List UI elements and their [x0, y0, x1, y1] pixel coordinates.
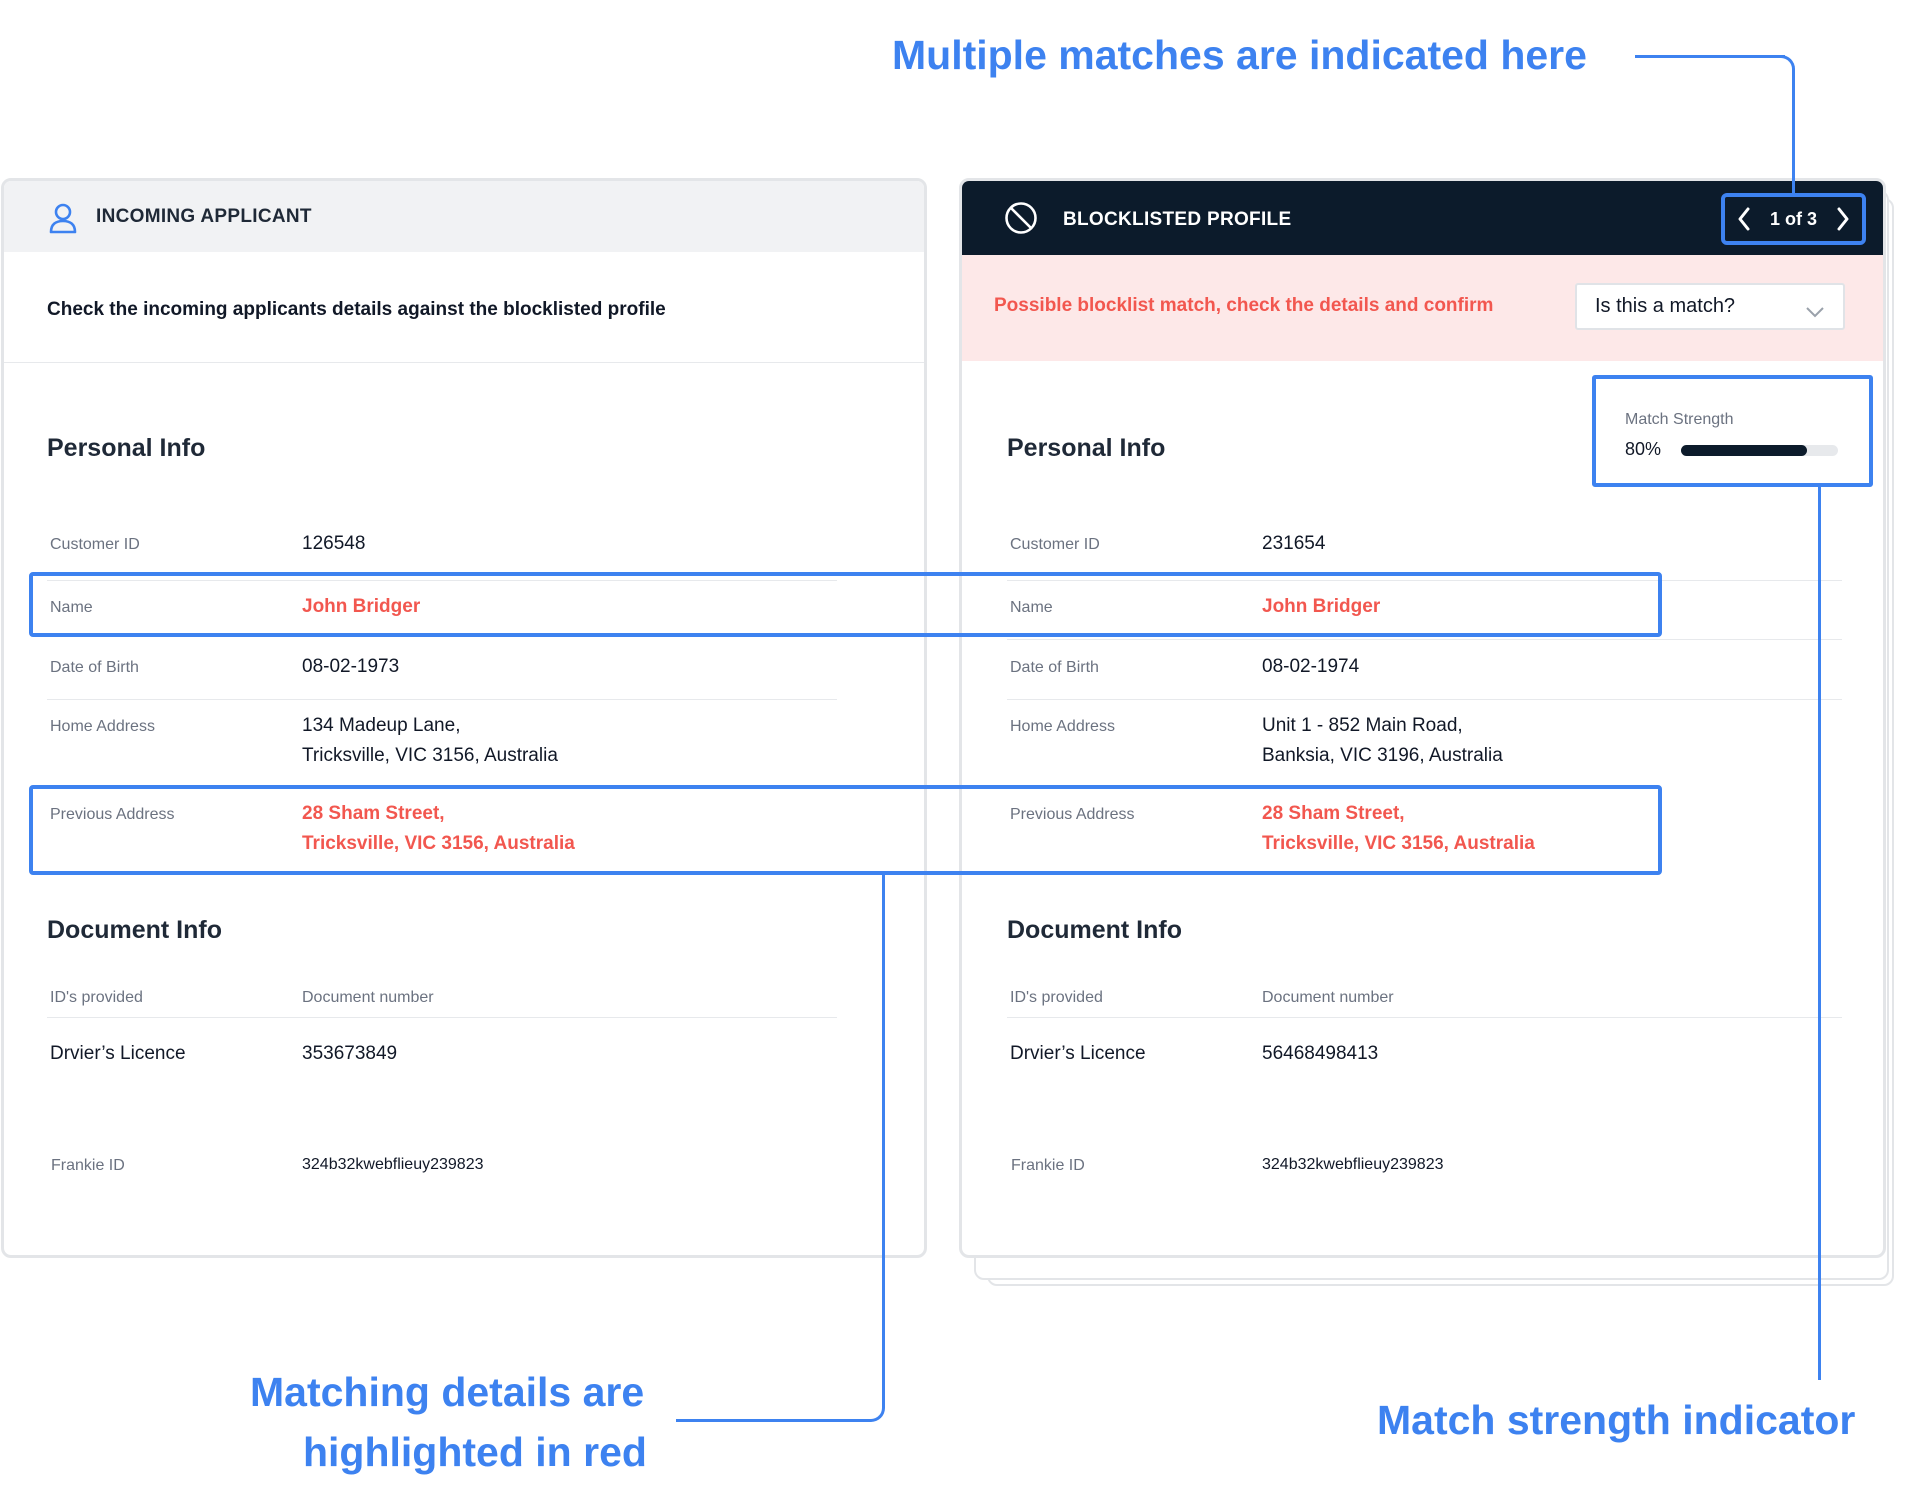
applicant-home-address-line2: Tricksville, VIC 3156, Australia: [302, 745, 558, 766]
callout-multiple-matches: Multiple matches are indicated here: [892, 32, 1587, 78]
applicant-id-type: Drvier’s Licence: [50, 1043, 186, 1064]
applicant-header: INCOMING APPLICANT: [4, 181, 924, 252]
applicant-document-number-label: Document number: [302, 989, 434, 1006]
match-strength-bar-fill: [1681, 445, 1807, 456]
callout-line-horizontal: [676, 1419, 868, 1422]
blocklisted-customer-id: 231654: [1262, 533, 1326, 554]
applicant-instruction: Check the incoming applicants details ag…: [47, 299, 666, 320]
applicant-frankie-id-label: Frankie ID: [51, 1157, 125, 1174]
applicant-home-address-line1: 134 Madeup Lane,: [302, 715, 461, 736]
applicant-frankie-id: 324b32kwebflieuy239823: [302, 1156, 484, 1173]
blocklisted-home-address-line1: Unit 1 - 852 Main Road,: [1262, 715, 1463, 736]
callout-line-corner: [865, 1402, 885, 1422]
blocklisted-previous-address-line1: 28 Sham Street,: [1262, 803, 1405, 824]
callout-line-vertical: [1792, 72, 1795, 193]
match-pager: 1 of 3: [1721, 193, 1866, 245]
blocklist-alert-text: Possible blocklist match, check the deta…: [994, 295, 1494, 316]
callout-line-horizontal: [1635, 55, 1785, 58]
match-confirm-select-value: Is this a match?: [1595, 295, 1736, 317]
applicant-previous-address-line1: 28 Sham Street,: [302, 803, 445, 824]
blocklisted-previous-address-label: Previous Address: [1010, 806, 1135, 823]
user-icon: [48, 202, 78, 234]
incoming-applicant-card: INCOMING APPLICANT Check the incoming ap…: [1, 178, 927, 1258]
callout-matching-details-line1: Matching details are: [250, 1369, 645, 1415]
blocklisted-dob: 08-02-1974: [1262, 656, 1360, 677]
applicant-ids-provided-label: ID's provided: [50, 989, 143, 1006]
applicant-row-divider: [47, 580, 837, 581]
ban-icon: [1004, 201, 1038, 235]
blocklisted-customer-id-label: Customer ID: [1010, 536, 1100, 553]
match-pager-text: 1 of 3: [1769, 208, 1817, 229]
callout-line-corner: [1775, 55, 1795, 75]
applicant-name-label: Name: [50, 599, 93, 616]
blocklisted-document-number-label: Document number: [1262, 989, 1394, 1006]
blocklisted-frankie-id: 324b32kwebflieuy239823: [1262, 1156, 1444, 1173]
blocklisted-header-title: BLOCKLISTED PROFILE: [1063, 209, 1292, 230]
applicant-previous-address-line2: Tricksville, VIC 3156, Australia: [302, 833, 575, 854]
previous-address-match-highlight: [29, 785, 1662, 875]
blocklisted-name-label: Name: [1010, 599, 1053, 616]
chevron-down-icon: [1805, 301, 1825, 317]
applicant-personal-info-title: Personal Info: [47, 434, 206, 462]
match-confirm-select[interactable]: Is this a match?: [1575, 283, 1845, 330]
callout-match-strength: Match strength indicator: [1377, 1397, 1856, 1443]
blocklisted-profile-card: BLOCKLISTED PROFILE Possible blocklist m…: [959, 178, 1886, 1258]
applicant-dob-label: Date of Birth: [50, 659, 139, 676]
callout-line-vertical: [1818, 487, 1821, 1380]
applicant-document-info-title: Document Info: [47, 916, 222, 944]
name-match-highlight: [29, 572, 1662, 637]
blocklisted-ids-provided-label: ID's provided: [1010, 989, 1103, 1006]
blocklisted-frankie-id-label: Frankie ID: [1011, 1157, 1085, 1174]
blocklisted-row-divider: [1007, 699, 1842, 700]
applicant-customer-id-label: Customer ID: [50, 536, 140, 553]
blocklisted-dob-label: Date of Birth: [1010, 659, 1099, 676]
blocklisted-document-number: 56468498413: [1262, 1043, 1379, 1064]
blocklisted-home-address-line2: Banksia, VIC 3196, Australia: [1262, 745, 1503, 766]
blocklisted-doc-divider: [1007, 1017, 1842, 1018]
applicant-instruction-divider: [4, 362, 924, 363]
blocklisted-personal-info-title: Personal Info: [1007, 434, 1166, 462]
applicant-header-title: INCOMING APPLICANT: [96, 206, 312, 227]
blocklisted-id-type: Drvier’s Licence: [1010, 1043, 1146, 1064]
blocklisted-previous-address-line2: Tricksville, VIC 3156, Australia: [1262, 833, 1535, 854]
match-strength-bar: [1681, 445, 1838, 456]
match-strength-label: Match Strength: [1625, 411, 1734, 428]
match-strength-value: 80%: [1625, 439, 1662, 459]
callout-line-vertical: [882, 875, 885, 1405]
match-strength-box: Match Strength 80%: [1592, 375, 1873, 487]
callout-matching-details-line2: highlighted in red: [303, 1429, 647, 1475]
applicant-row-divider: [47, 699, 837, 700]
blocklisted-home-address-label: Home Address: [1010, 718, 1115, 735]
blocklisted-row-divider: [1007, 639, 1842, 640]
applicant-doc-divider: [47, 1017, 837, 1018]
chevron-right-icon[interactable]: [1836, 207, 1850, 231]
blocklisted-document-info-title: Document Info: [1007, 916, 1182, 944]
applicant-name: John Bridger: [302, 596, 421, 617]
blocklisted-name: John Bridger: [1262, 596, 1381, 617]
applicant-document-number: 353673849: [302, 1043, 398, 1064]
applicant-dob: 08-02-1973: [302, 656, 400, 677]
chevron-left-icon[interactable]: [1737, 207, 1751, 231]
applicant-previous-address-label: Previous Address: [50, 806, 175, 823]
applicant-customer-id: 126548: [302, 533, 366, 554]
blocklisted-row-divider: [1007, 580, 1842, 581]
applicant-home-address-label: Home Address: [50, 718, 155, 735]
